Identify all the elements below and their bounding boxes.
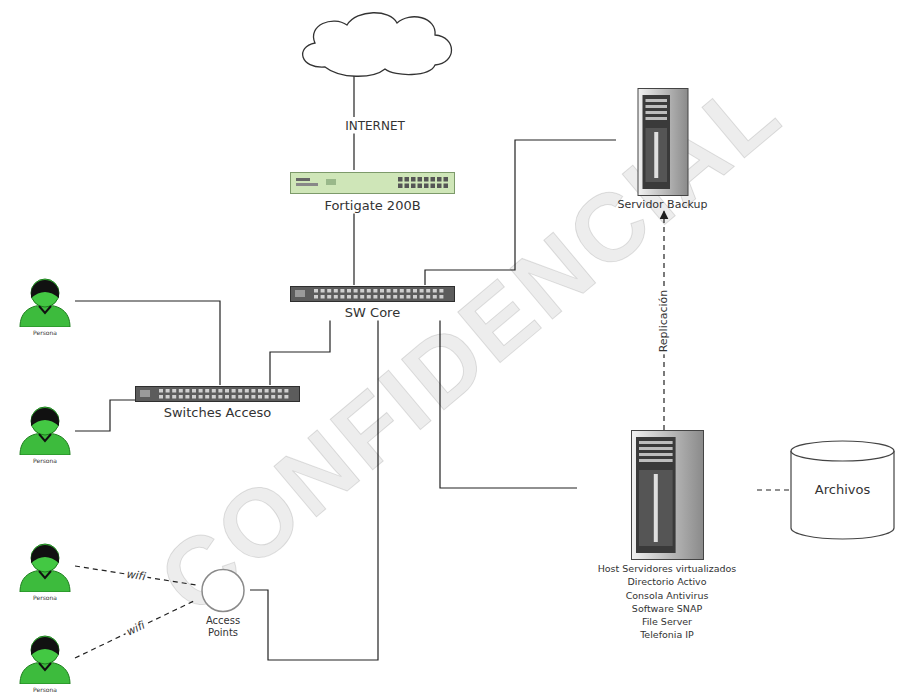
node-label: Telefonia IP [640,628,694,641]
edge-label: wifi [123,619,149,640]
node-label: Access Points [196,615,250,639]
server-icon [620,88,705,196]
connector [75,301,220,385]
firewall-device: Fortigate 200B [290,170,455,214]
core-switch: SW Core [290,285,455,321]
firewall-icon [290,170,455,196]
connector [353,214,354,285]
device-icon [15,403,75,455]
node-label: Persona [33,329,57,336]
device-icon [290,170,455,196]
storage-cylinder: Archivos [790,440,895,540]
user-figure: Persona [15,632,75,693]
device-icon [290,285,455,303]
device-icon [135,385,300,403]
device-icon [15,632,75,684]
node-label: Software SNAP [632,602,702,615]
node-label: SW Core [345,305,400,321]
device-icon [285,5,465,117]
dashed-connector [75,600,196,658]
person-icon [15,632,75,684]
node-label: Host Servidores virtualizados [598,562,737,575]
internet-cloud: INTERNET [285,5,465,133]
server-icon [577,430,757,560]
connector [353,133,354,170]
node-label: Persona [33,594,57,601]
user-figure: Persona [15,275,75,336]
backup-server: Servidor Backup [616,88,709,211]
connector [75,400,135,431]
edge-label: Replicación [658,287,670,354]
node-label: Switches Acceso [164,405,272,421]
node-label: Directorio Activo [628,575,707,588]
edge-label: wifi [123,568,148,584]
node-label: INTERNET [345,119,405,133]
person-icon [15,540,75,592]
user-figure: Persona [15,540,75,601]
node-label: Persona [33,457,57,464]
device-icon [577,430,757,560]
node-label: Archivos [815,482,870,498]
node-label: Fortigate 200B [324,198,420,214]
node-label: Servidor Backup [618,198,708,211]
device-icon [15,540,75,592]
switch-icon [135,385,300,403]
connector [270,321,330,385]
device-icon [196,568,250,613]
cloud-icon [285,5,465,117]
access-switch: Switches Acceso [135,385,300,421]
access-point-icon [200,568,246,613]
person-icon [15,403,75,455]
node-label: Consola Antivirus [626,589,709,602]
host-server: Host Servidores virtualizadosDirectorio … [577,430,757,642]
access-point: Access Points [196,568,250,639]
device-icon [616,88,709,196]
device-icon [15,275,75,327]
switch-icon [290,285,455,303]
dashed-connector [757,489,790,490]
node-label: Persona [33,686,57,693]
user-figure: Persona [15,403,75,464]
node-label: File Server [642,615,692,628]
person-icon [15,275,75,327]
